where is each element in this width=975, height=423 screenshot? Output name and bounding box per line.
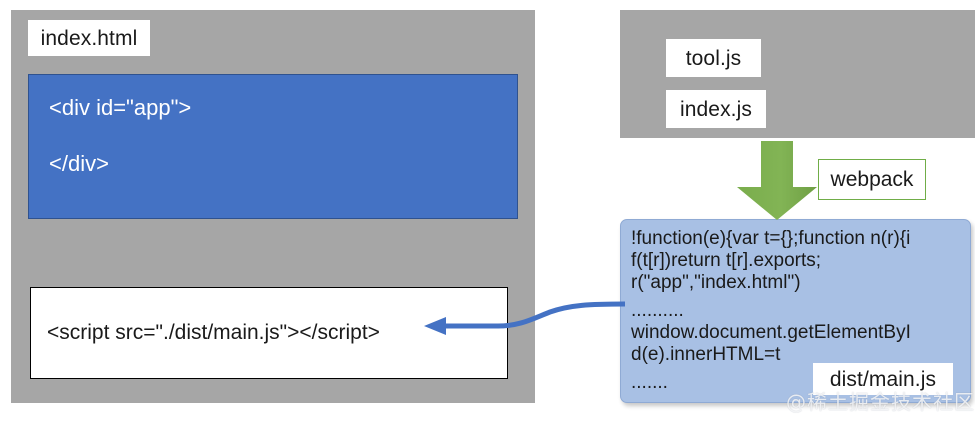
webpack-tool-label: webpack [818,159,926,200]
bundle-line-2: f(t[r])return t[r].exports; [631,250,822,272]
bundle-line-3: r("app","index.html") [631,272,801,294]
bundle-line-5: window.document.getElementByI [631,322,911,344]
file-label-tool-js: tool.js [666,39,761,77]
arrow-down-icon [737,141,817,220]
bundle-line-6: d(e).innerHTML=t [631,344,781,366]
watermark-text: @稀土掘金技术社区 [786,390,975,414]
file-label-index-html: index.html [28,20,150,56]
arrow-left-icon [424,301,626,335]
bundle-line-1: !function(e){var t={};function n(r){i [631,228,911,249]
html-code-line-close: </div> [49,151,109,176]
script-tag-block: <script src="./dist/main.js"></script> [30,287,508,379]
bundle-line-4: .......... [631,300,684,322]
html-code-line-open: <div id="app"> [49,95,192,120]
file-label-dist-main-js: dist/main.js [813,363,953,395]
file-label-index-js: index.js [666,90,766,128]
script-tag-text: <script src="./dist/main.js"></script> [47,321,380,344]
bundle-line-7: ....... [631,372,668,394]
html-markup-block: <div id="app"> </div> [28,74,518,219]
